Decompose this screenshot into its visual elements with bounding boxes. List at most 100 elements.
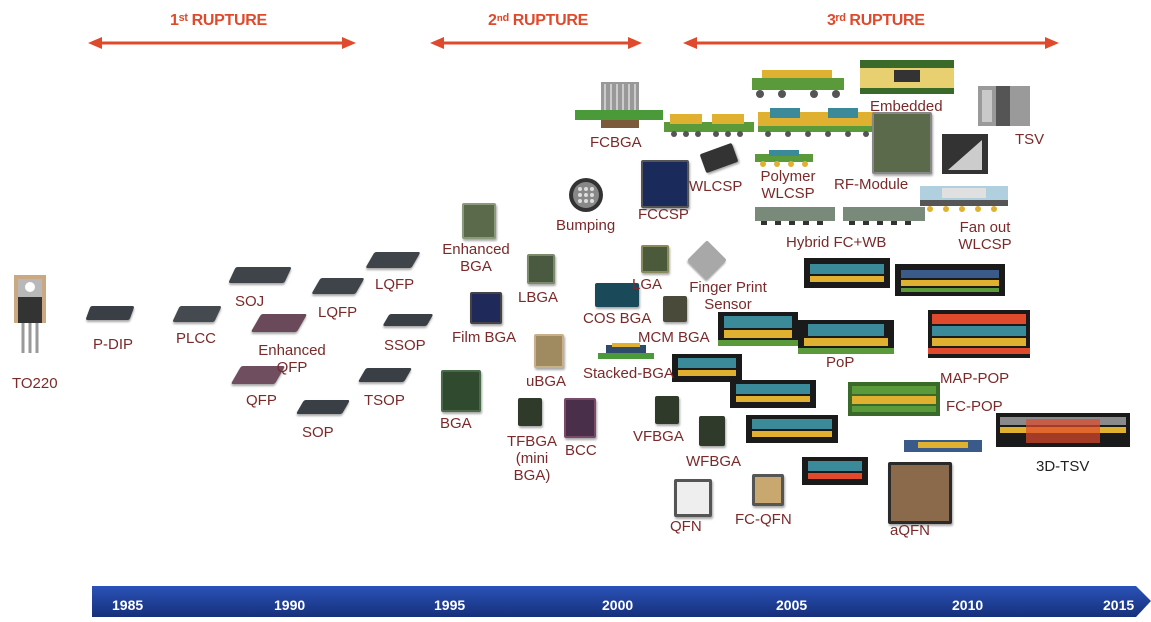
embedded-die-module-image — [758, 104, 874, 138]
label-wlcsp: WLCSP — [689, 178, 743, 195]
label-enhanced-qfp: Enhanced QFP — [258, 342, 326, 376]
label-lga: LGA — [632, 276, 663, 293]
label-wfbga: WFBGA — [686, 453, 741, 470]
three-d-tsv-image — [996, 413, 1130, 447]
fcbga-image — [575, 82, 663, 132]
polymer-wlcsp-image — [755, 150, 813, 168]
tfbga-image — [518, 398, 542, 426]
ubga-image — [534, 334, 564, 368]
label-fc-qfn: FC-QFN — [735, 511, 792, 528]
timeline-bar — [92, 586, 1151, 617]
label-fcbga: FCBGA — [590, 134, 642, 151]
rupture-1-title: 1ˢᵗ RUPTURE — [170, 12, 267, 29]
label-pdip: P-DIP — [93, 336, 134, 353]
label-map-pop: MAP-POP — [940, 370, 1010, 387]
bumping-image — [568, 177, 604, 213]
wlcsp-image — [699, 142, 739, 174]
label-lqfp-2: LQFP — [375, 276, 415, 293]
label-ssop: SSOP — [384, 337, 426, 354]
label-lbga: LBGA — [518, 289, 559, 306]
year-1985: 1985 — [112, 597, 144, 613]
label-enhanced-bga: Enhanced BGA — [442, 241, 510, 275]
enhanced-qfp-image — [250, 314, 308, 332]
label-fan-out-wlcsp: Fan out WLCSP — [958, 219, 1012, 253]
year-2000: 2000 — [602, 597, 634, 613]
soj-image — [228, 267, 292, 283]
finger-print-image — [687, 240, 727, 280]
label-3d-tsv: 3D-TSV — [1036, 458, 1090, 475]
tsop-image — [357, 368, 413, 382]
label-aqfn: aQFN — [890, 522, 931, 539]
rupture-3-title: 3ʳᵈ RUPTURE — [827, 12, 925, 29]
qfn-cross-section-image — [904, 438, 982, 454]
rupture-2-arrow — [430, 36, 642, 50]
label-pop: PoP — [826, 354, 855, 371]
label-qfn: QFN — [670, 518, 702, 535]
year-1990: 1990 — [274, 597, 306, 613]
year-1995: 1995 — [434, 597, 466, 613]
label-plcc: PLCC — [176, 330, 217, 347]
label-bga: BGA — [440, 415, 472, 432]
lqfp-2-image — [365, 252, 421, 268]
vfbga-image — [655, 396, 679, 424]
cos-bga-image — [595, 283, 639, 307]
label-ubga: uBGA — [526, 373, 567, 390]
plcc-image — [172, 306, 222, 322]
sop-image — [295, 400, 351, 414]
label-finger-print: Finger Print Sensor — [689, 279, 767, 313]
stacked-bga-image — [598, 343, 654, 363]
aqfn-image — [888, 462, 952, 524]
package-stack-6-image — [802, 457, 868, 485]
label-sop: SOP — [302, 424, 334, 441]
rf-module-image — [872, 112, 932, 174]
wfbga-image — [699, 416, 725, 446]
film-bga-image — [470, 292, 502, 324]
label-mcm-bga: MCM BGA — [638, 329, 710, 346]
hybrid-image — [755, 205, 925, 227]
year-2015: 2015 — [1103, 597, 1135, 613]
mcm-bga-image — [663, 296, 687, 322]
lqfp-1-image — [311, 278, 365, 294]
fc-package-top-image — [752, 70, 844, 100]
label-soj: SOJ — [235, 293, 265, 310]
package-stack-1-image — [804, 258, 890, 288]
label-qfp: QFP — [246, 392, 277, 409]
lbga-image — [527, 254, 555, 284]
label-vfbga: VFBGA — [633, 428, 684, 445]
tsv-cross-section-image — [942, 134, 988, 174]
label-tsop: TSOP — [364, 392, 405, 409]
label-film-bga: Film BGA — [452, 329, 517, 346]
rupture-3-arrow — [683, 36, 1059, 50]
label-bumping: Bumping — [556, 217, 616, 234]
label-stacked-bga: Stacked-BGA — [583, 365, 674, 382]
fc-qfn-image — [752, 474, 784, 506]
qfn-image — [674, 479, 712, 517]
label-tfbga: TFBGA (mini BGA) — [506, 433, 557, 484]
year-2005: 2005 — [776, 597, 808, 613]
flip-chip-strip-image — [664, 112, 754, 138]
pop-image — [798, 320, 894, 354]
label-polymer-wlcsp: Polymer WLCSP — [760, 168, 816, 202]
label-rf-module: RF-Module — [834, 176, 909, 193]
package-stack-4-image — [730, 380, 816, 408]
to220-image — [14, 275, 46, 355]
bcc-image — [564, 398, 596, 438]
label-embedded: Embedded — [870, 98, 943, 115]
fan-out-wlcsp-image — [920, 186, 1008, 214]
rupture-1-arrow — [88, 36, 356, 50]
fccsp-image — [641, 160, 689, 208]
label-cos-bga: COS BGA — [583, 310, 652, 327]
package-stack-2-image — [895, 264, 1005, 296]
map-pop-image — [928, 310, 1030, 358]
package-stack-5-image — [746, 415, 838, 443]
tsv-image — [978, 86, 1030, 126]
year-2010: 2010 — [952, 597, 984, 613]
ssop-image — [382, 314, 434, 326]
pdip-image — [85, 306, 135, 320]
embedded-image — [860, 60, 954, 96]
label-lqfp-1: LQFP — [318, 304, 358, 321]
label-hybrid: Hybrid FC+WB — [786, 234, 887, 251]
pop-1-image — [718, 312, 798, 346]
bga-image — [441, 370, 481, 412]
fc-pop-image — [848, 382, 940, 416]
